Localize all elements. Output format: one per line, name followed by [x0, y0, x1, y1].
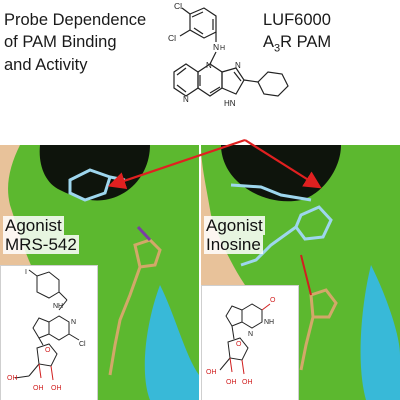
mrs542-hydroxyl-bonds: [38, 363, 54, 381]
mrs542-cl: Cl: [79, 341, 86, 348]
hydrophilic-region: [144, 285, 199, 400]
right-label-line-1: Agonist: [204, 216, 265, 235]
compound-role-prefix: A: [263, 33, 275, 51]
left-panel-label: Agonist MRS-542: [3, 216, 79, 254]
inosine-carbonyl-o: O: [270, 297, 276, 304]
chloro-atom-1: Cl: [174, 2, 182, 11]
mrs542-bonds: [14, 269, 80, 379]
pam-ligand-sticks: [230, 183, 333, 267]
inosine-n: N: [248, 331, 253, 338]
title-line-3: and Activity: [4, 56, 88, 74]
left-label-line-1: Agonist: [3, 216, 64, 235]
title-line-1: Probe Dependence: [4, 11, 147, 29]
imidazole-nitrogen: N: [235, 61, 241, 70]
agonist-ligand-sticks: [108, 238, 162, 376]
iodine-atom: [136, 225, 152, 242]
inosine-oh-1: OH: [206, 369, 217, 376]
panel-divider: [199, 145, 201, 400]
core-nitrogen-2: N: [183, 95, 189, 104]
luf6000-structure: Cl Cl N H N N N HN: [168, 2, 289, 108]
imidazole-nh: HN: [224, 99, 236, 108]
protein-surface: [201, 145, 400, 400]
mrs542-oh-2: OH: [33, 385, 44, 392]
inosine-structure: O NH N O OH OH OH: [206, 297, 276, 386]
structure-bonds: [173, 7, 289, 97]
mrs542-structure: I NH N Cl O OH OH OH: [7, 269, 86, 392]
compound-role-suffix: R PAM: [280, 33, 332, 51]
mrs542-oh-3: OH: [51, 385, 62, 392]
amine-hydrogen: H: [220, 45, 225, 52]
right-panel-label: Agonist Inosine: [204, 216, 265, 254]
right-label-line-2: Inosine: [204, 235, 263, 254]
left-docking-panel: Agonist MRS-542: [0, 145, 199, 400]
inosine-oh-3: OH: [242, 379, 253, 386]
arrow-to-right-pose: [244, 139, 322, 189]
compound-role-subscript: 3: [274, 42, 281, 55]
mrs542-ring-o: O: [45, 347, 51, 354]
agonist-ligand-sticks: [299, 288, 338, 371]
arrow-to-left-pose: [107, 138, 246, 190]
mrs542-nh: NH: [53, 303, 63, 310]
inosine-nh: NH: [264, 319, 274, 326]
amine-nitrogen: N: [213, 42, 219, 52]
core-nitrogen-1: N: [206, 61, 212, 70]
inosine-hydroxyl-bonds: [229, 303, 271, 375]
title-line-2: of PAM Binding: [4, 33, 117, 51]
compound-name: LUF6000: [263, 11, 331, 29]
left-label-line-2: MRS-542: [3, 235, 79, 254]
mrs542-oh-1: OH: [7, 375, 18, 382]
inosine-ring-o: O: [236, 341, 242, 348]
compound-role: A3R PAM: [263, 33, 331, 58]
right-docking-panel: Agonist Inosine O NH N: [201, 145, 400, 400]
chloro-atom-2: Cl: [168, 33, 176, 43]
hydrophilic-region: [360, 265, 400, 400]
inosine-oh-2: OH: [226, 379, 237, 386]
mrs542-n: N: [71, 319, 76, 326]
inosine-structure-inset: O NH N O OH OH OH: [201, 285, 299, 400]
hydrogen-bond: [300, 254, 312, 296]
mrs542-iodo: I: [25, 269, 27, 276]
mrs542-structure-inset: I NH N Cl O OH OH OH: [0, 265, 98, 400]
